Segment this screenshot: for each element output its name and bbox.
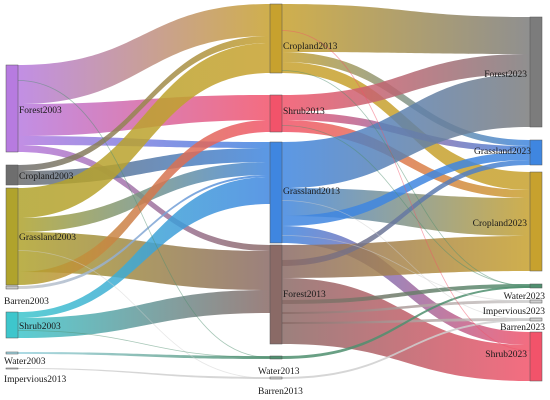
node-water2023	[529, 283, 543, 289]
label-forest2013: Forest2013	[283, 290, 326, 300]
node-cropland2013	[269, 3, 283, 74]
thin-flow-grassland2013-to-impervious2023	[281, 235, 531, 302]
flow-grassland2013-to-forest2023	[282, 74, 530, 188]
flow-grassland2003-to-shrub2013	[18, 120, 270, 285]
flow-grassland2003-to-cropland2013	[18, 43, 270, 218]
flow-forest2013-to-water2023	[282, 284, 530, 304]
thin-flow-grassland2003-to-barren2013	[17, 250, 271, 379]
node-barren2003	[5, 285, 19, 290]
flow-cropland2013-to-forest2023	[282, 4, 530, 54]
node-barren2023	[529, 317, 543, 322]
node-shrub2013	[269, 94, 283, 133]
flow-shrub2013-to-forest2023	[282, 54, 530, 112]
node-grassland2013	[269, 141, 283, 244]
node-impervious2013	[5, 367, 19, 370]
thin-flow-shrub2013-to-water2023	[281, 125, 531, 286]
flow-water2003-to-water2013	[18, 352, 270, 359]
label-grassland2023: Grassland2023	[474, 147, 531, 157]
label-water2003: Water2003	[4, 357, 46, 367]
label-impervious2013: Impervious2013	[4, 375, 67, 385]
label-barren2023: Barren2023	[500, 323, 545, 333]
label-shrub2003: Shrub2003	[19, 322, 61, 332]
label-water2013: Water2013	[258, 367, 300, 377]
node-grassland2003	[5, 187, 19, 286]
flow-forest2013-to-impervious2023	[282, 300, 530, 314]
thin-flow-forest2003-to-water2013	[17, 80, 271, 358]
node-forest2003	[5, 64, 19, 153]
node-barren2013	[269, 376, 283, 380]
node-labels: Forest2003Cropland2003Grassland2003Barre…	[4, 42, 545, 397]
flow-cropland2003-to-cropland2013	[18, 36, 270, 171]
flow-barren2003-to-grassland2013	[18, 175, 270, 289]
node-cropland2023	[529, 171, 543, 272]
node-impervious2023	[529, 299, 543, 304]
label-forest2023: Forest2023	[484, 70, 527, 80]
flow-forest2013-to-shrub2023	[282, 278, 530, 381]
node-cropland2003	[5, 164, 19, 186]
flow-barren2013-to-barren2023	[282, 319, 530, 379]
flow-grassland2013-to-grassland2023	[282, 152, 530, 226]
label-cropland2023: Cropland2023	[473, 219, 528, 229]
thin-flow-cropland2013-to-water2023	[281, 70, 531, 287]
label-grassland2013: Grassland2013	[283, 187, 340, 197]
flow-impervious2013-to-barren2013	[18, 368, 270, 379]
flow-shrub2003-to-grassland2013	[18, 177, 270, 318]
label-forest2003: Forest2003	[19, 106, 62, 116]
label-grassland2003: Grassland2003	[19, 233, 76, 243]
node-shrub2023	[529, 331, 543, 382]
node-bars	[5, 3, 543, 382]
node-water2013	[269, 355, 283, 360]
label-shrub2023: Shrub2023	[485, 350, 527, 360]
node-forest2023	[529, 16, 543, 128]
label-water2023: Water2023	[504, 292, 546, 302]
flow-links	[17, 4, 531, 381]
thin-flow-shrub2003-to-water2013	[17, 330, 271, 358]
thin-flow-cropland2013-to-shrub2023	[281, 30, 531, 351]
flow-cropland2013-to-grassland2023	[282, 52, 530, 146]
node-water2003	[5, 351, 19, 355]
label-cropland2003: Cropland2003	[19, 172, 74, 182]
label-impervious2023: Impervious2023	[483, 307, 546, 317]
flow-grassland2013-to-shrub2023	[282, 226, 530, 345]
node-forest2013	[269, 244, 283, 345]
flow-forest2003-to-cropland2013	[18, 4, 270, 104]
thin-flow-grassland2013-to-barren2023	[281, 200, 531, 320]
node-shrub2003	[5, 311, 19, 339]
label-barren2003: Barren2003	[4, 297, 49, 307]
label-shrub2013: Shrub2013	[283, 107, 325, 117]
label-cropland2013: Cropland2013	[283, 42, 338, 52]
node-grassland2023	[529, 139, 543, 166]
flow-water2013-to-water2023	[282, 286, 530, 359]
flow-forest2013-to-grassland2023	[282, 160, 530, 266]
flow-shrub2013-to-cropland2023	[282, 120, 530, 198]
flow-forest2013-to-cropland2023	[282, 236, 530, 278]
label-barren2013: Barren2013	[258, 387, 303, 397]
